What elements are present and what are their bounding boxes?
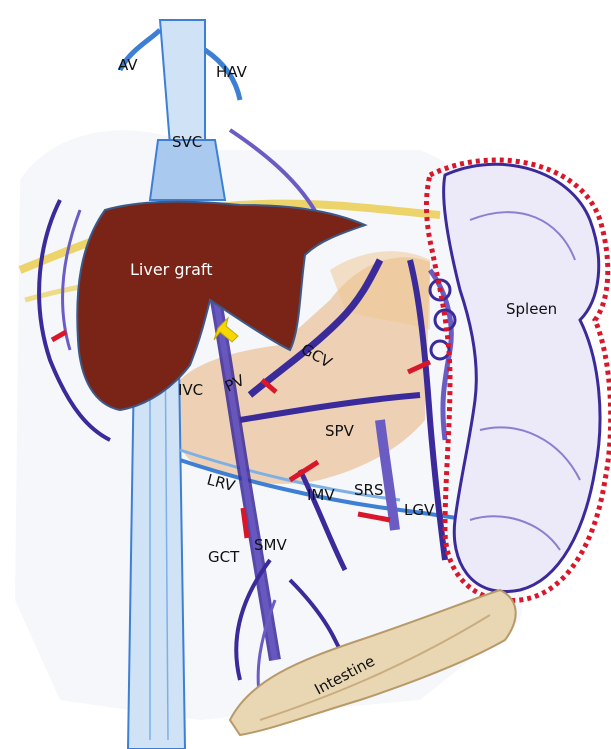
label-spleen: Spleen xyxy=(506,300,557,318)
label-liver-graft: Liver graft xyxy=(130,260,213,279)
label-gct: GCT xyxy=(208,548,240,566)
label-av: AV xyxy=(118,56,138,74)
label-svc: SVC xyxy=(172,133,202,151)
label-imv: IMV xyxy=(307,486,335,504)
label-srs: SRS xyxy=(354,481,383,499)
label-hav: HAV xyxy=(216,63,248,81)
label-ivc: IVC xyxy=(178,381,203,399)
label-lgv: LGV xyxy=(404,501,435,519)
label-smv: SMV xyxy=(254,536,287,554)
label-spv: SPV xyxy=(325,422,355,440)
svc-vessel xyxy=(160,20,205,145)
